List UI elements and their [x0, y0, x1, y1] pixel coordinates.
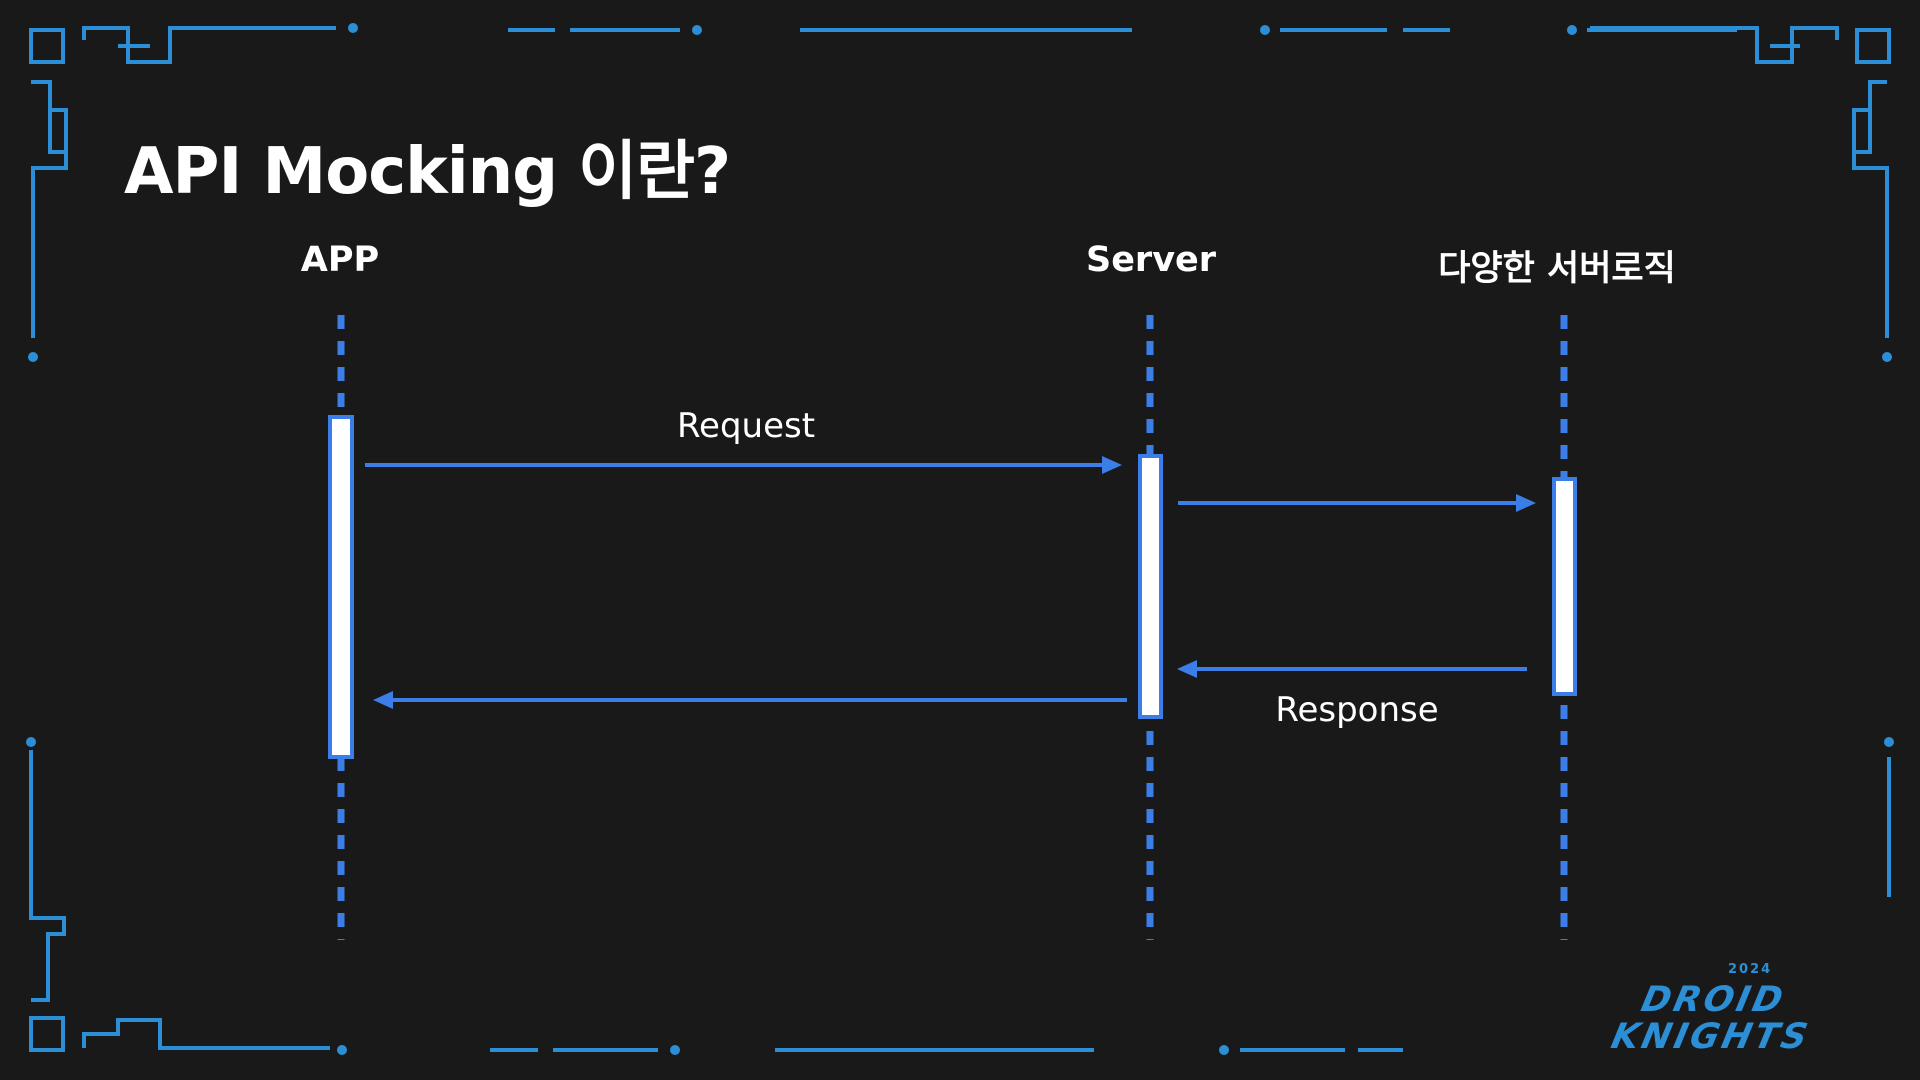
activation-server — [1138, 454, 1163, 719]
arrowhead-server-to-app — [373, 691, 393, 709]
arrowhead-request — [1102, 456, 1122, 474]
arrowhead-server-to-logic — [1516, 494, 1536, 512]
droid-knights-logo: 2024 DROID KNIGHTS — [1608, 962, 1894, 1062]
activation-logic — [1552, 477, 1577, 696]
message-label-response: Response — [1275, 690, 1439, 730]
logo-line-droid: DROID — [1637, 980, 1790, 1020]
arrowhead-response — [1177, 660, 1197, 678]
slide-title: API Mocking 이란? — [124, 135, 731, 209]
logo-year: 2024 — [1728, 962, 1773, 977]
logo-line-knights: KNIGHTS — [1607, 1017, 1814, 1057]
participant-server-label: Server — [1085, 240, 1217, 280]
participant-app-label: APP — [300, 240, 380, 280]
participant-logic-label: 다양한 서버로직 — [1438, 249, 1676, 289]
message-label-request: Request — [676, 406, 816, 446]
activation-app — [328, 415, 354, 759]
